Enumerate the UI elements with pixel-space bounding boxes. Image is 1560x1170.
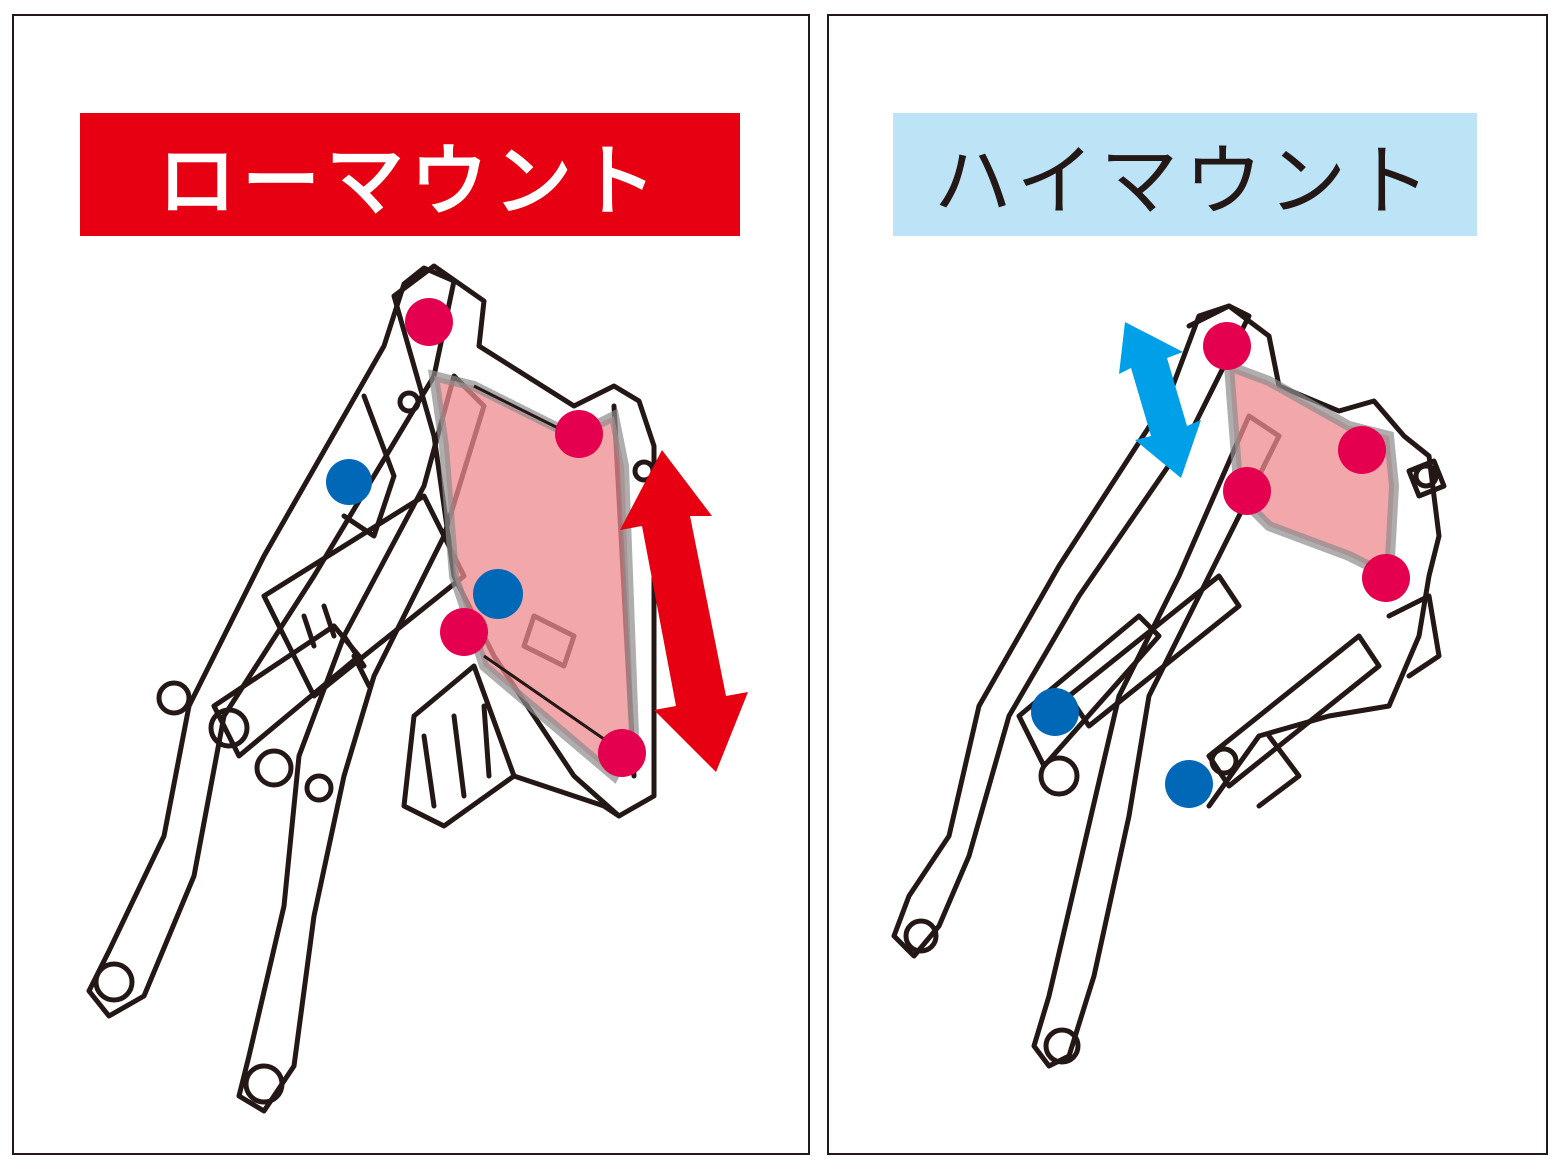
- double-arrow-icon: [620, 450, 748, 772]
- low-mount-diagram: [86, 263, 748, 1114]
- pivot-dot-icon: [326, 459, 372, 505]
- pivot-dot-icon: [1362, 554, 1410, 602]
- pivot-dot-icon: [1031, 688, 1079, 736]
- low-mount-panel: ローマウント: [12, 14, 810, 1155]
- pivot-dot-icon: [473, 569, 523, 619]
- pivot-dot-icon: [555, 410, 603, 458]
- pivot-dot-icon: [1338, 426, 1386, 474]
- pivot-dot-icon: [1203, 322, 1251, 370]
- pivot-dot-icon: [440, 608, 488, 656]
- cross-tube: [1016, 613, 1162, 769]
- low-blue-pivots: [326, 459, 523, 619]
- high-mount-title: ハイマウント: [893, 113, 1477, 236]
- pivot-dot-icon: [598, 729, 646, 777]
- high-blue-pivots: [1031, 688, 1213, 808]
- double-arrow-icon: [1119, 322, 1201, 478]
- pivot-dot-icon: [405, 298, 453, 346]
- pivot-dot-icon: [1223, 467, 1271, 515]
- high-mount-diagram: [891, 303, 1447, 1069]
- high-red-pivots: [1203, 322, 1410, 602]
- high-mount-panel: ハイマウント: [827, 14, 1548, 1155]
- right-lift-arm: [236, 373, 487, 1114]
- left-arm-pin-hole: [93, 961, 135, 1003]
- low-mount-title: ローマウント: [80, 113, 740, 236]
- left-lift-arm: [891, 303, 1252, 959]
- upper-bracket: [1186, 303, 1442, 809]
- left-lift-arm: [86, 265, 457, 1019]
- low-red-pivots: [405, 298, 646, 777]
- pivot-dot-icon: [1165, 760, 1213, 808]
